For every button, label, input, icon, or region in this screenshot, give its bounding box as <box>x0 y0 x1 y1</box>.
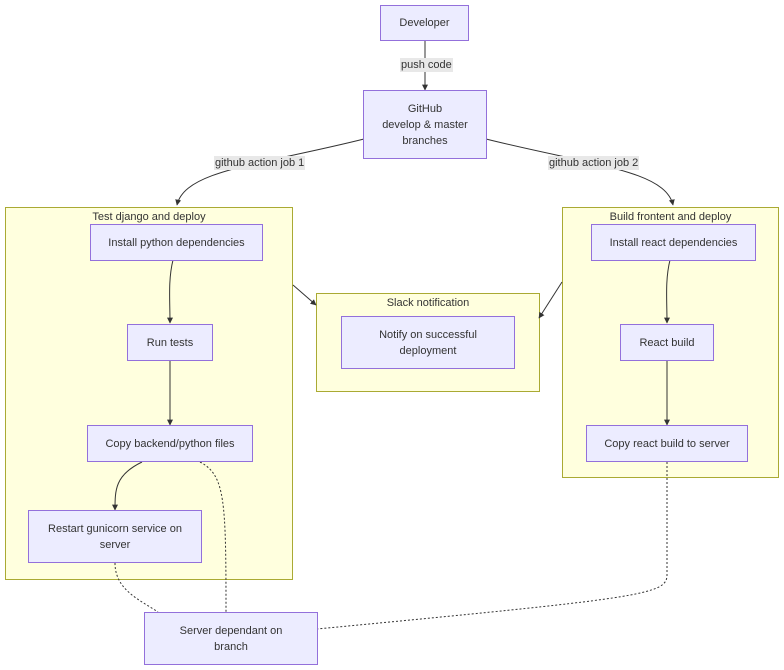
node-github: GitHub develop & master branches <box>363 90 487 159</box>
node-notify-label: Notify on successful deployment <box>379 328 477 357</box>
node-run-tests-label: Run tests <box>146 336 194 349</box>
edge-label-push-code: push code <box>400 58 453 72</box>
edge-copy-react-server <box>316 462 668 630</box>
edge-label-job1: github action job 1 <box>214 156 306 170</box>
node-copy-react-label: Copy react build to server <box>604 437 730 450</box>
node-github-label: GitHub develop & master branches <box>382 102 468 147</box>
node-notify: Notify on successful deployment <box>341 316 515 369</box>
edge-github-job2 <box>485 138 675 206</box>
node-run-tests: Run tests <box>127 324 213 361</box>
node-copy-react: Copy react build to server <box>586 425 748 462</box>
node-react-build: React build <box>620 324 714 361</box>
node-server-dependant: Server dependant on branch <box>144 612 318 665</box>
node-react-build-label: React build <box>639 336 695 349</box>
node-install-react: Install react dependencies <box>591 224 756 261</box>
node-restart-gunicorn: Restart gunicorn service on server <box>28 510 202 563</box>
edge-github-job1 <box>175 138 365 206</box>
node-developer-label: Developer <box>399 17 450 29</box>
edge-label-job2: github action job 2 <box>548 156 640 170</box>
node-server-dependant-label: Server dependant on branch <box>179 624 283 653</box>
edge-django-slack <box>292 284 317 306</box>
node-install-python-label: Install python dependencies <box>108 236 245 249</box>
node-copy-backend: Copy backend/python files <box>87 425 253 462</box>
cluster-title-slack: Slack notification <box>386 297 470 309</box>
node-copy-backend-label: Copy backend/python files <box>105 437 235 450</box>
node-developer: Developer <box>380 5 469 41</box>
edge-frontend-slack <box>538 281 563 319</box>
node-install-react-label: Install react dependencies <box>609 236 738 249</box>
cluster-title-build-frontend: Build frontent and deploy <box>609 211 732 223</box>
cluster-title-test-django: Test django and deploy <box>92 211 206 223</box>
node-install-python: Install python dependencies <box>90 224 263 261</box>
node-restart-gunicorn-label: Restart gunicorn service on server <box>48 522 182 551</box>
